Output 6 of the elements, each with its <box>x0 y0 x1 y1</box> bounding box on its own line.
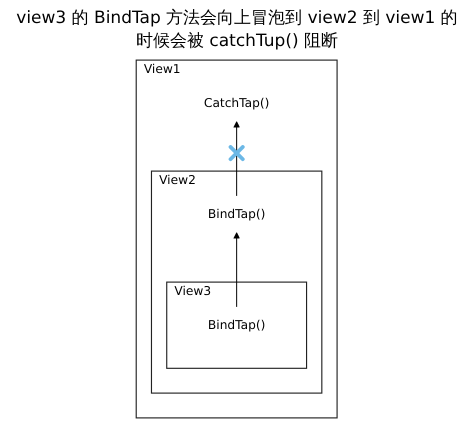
arrow <box>234 232 240 308</box>
node-text: CatchTap() <box>204 96 270 110</box>
title: view3 的 BindTap 方法会向上冒泡到 view2 到 view1 的时候会被 catchTup() 阻断 <box>15 7 459 53</box>
node-text: BindTap() <box>208 206 266 222</box>
node-text: BindTap() <box>208 318 266 332</box>
arrow <box>234 121 240 196</box>
